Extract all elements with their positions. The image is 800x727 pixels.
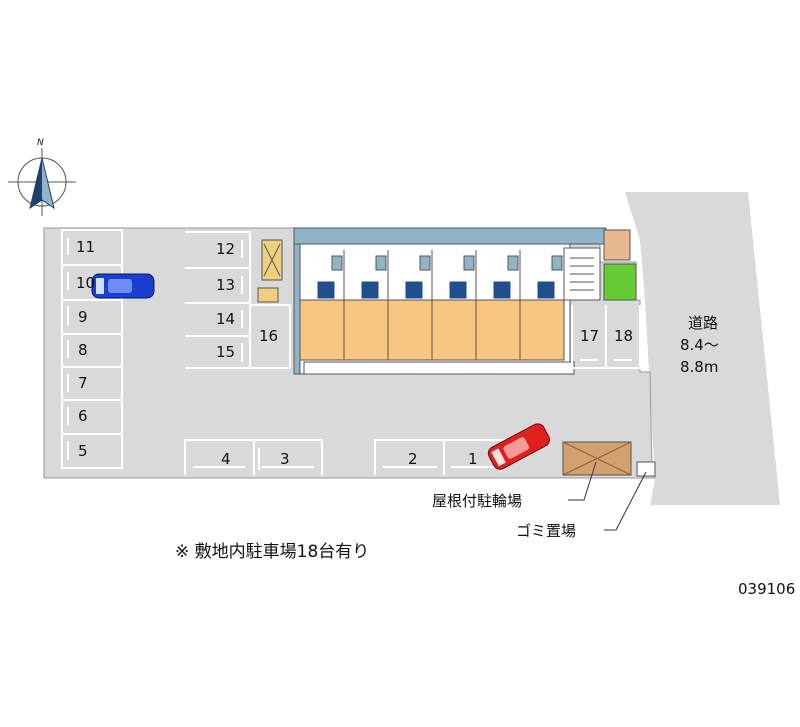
bottom-left-parking: [184, 439, 323, 475]
space-label: 16: [259, 327, 278, 345]
space-label: 11: [76, 238, 95, 256]
road-width-1: 8.4～: [680, 336, 719, 354]
car-blue-icon: [91, 273, 155, 299]
space-label: 17: [580, 327, 599, 345]
compass-rose-icon: [8, 148, 76, 216]
space-label: 4: [221, 450, 231, 468]
space-label: 18: [614, 327, 633, 345]
parking-note: ※ 敷地内駐車場18台有り: [175, 542, 369, 562]
space-label: 1: [468, 450, 478, 468]
utility-box: [257, 287, 279, 303]
space-label: 2: [408, 450, 418, 468]
covered-bicycle-parking: [562, 441, 632, 476]
road-width-2: 8.8m: [680, 358, 718, 376]
space-label: 13: [216, 276, 235, 294]
car-red-icon: [487, 423, 550, 470]
right-parking-spaces: [571, 305, 641, 369]
compass-north-label: N: [37, 138, 44, 148]
space-label: 10: [76, 274, 95, 292]
garbage-callout-line: [604, 471, 647, 531]
apartment-building: [293, 227, 607, 375]
left-parking-column: [61, 229, 123, 469]
space-label: 14: [216, 310, 235, 328]
space-label: 8: [78, 341, 88, 359]
garbage-label: ゴミ置場: [516, 522, 576, 540]
space-label: 9: [78, 308, 88, 326]
planting-area: [603, 263, 637, 301]
space-label: 6: [78, 407, 88, 425]
bicycle-parking-label: 屋根付駐輪場: [432, 492, 522, 510]
space-label: 15: [216, 343, 235, 361]
space-label: 12: [216, 240, 235, 258]
garbage-area: [636, 461, 656, 477]
space-label: 5: [78, 442, 88, 460]
space-label: 3: [280, 450, 290, 468]
space-label: 7: [78, 374, 88, 392]
road-label: 道路: [688, 314, 718, 332]
brick-area: [603, 229, 631, 261]
property-id: 039106: [738, 580, 795, 598]
bicycle-callout-line: [568, 461, 597, 501]
middle-parking-column: [185, 231, 291, 369]
road-area: [625, 192, 780, 505]
